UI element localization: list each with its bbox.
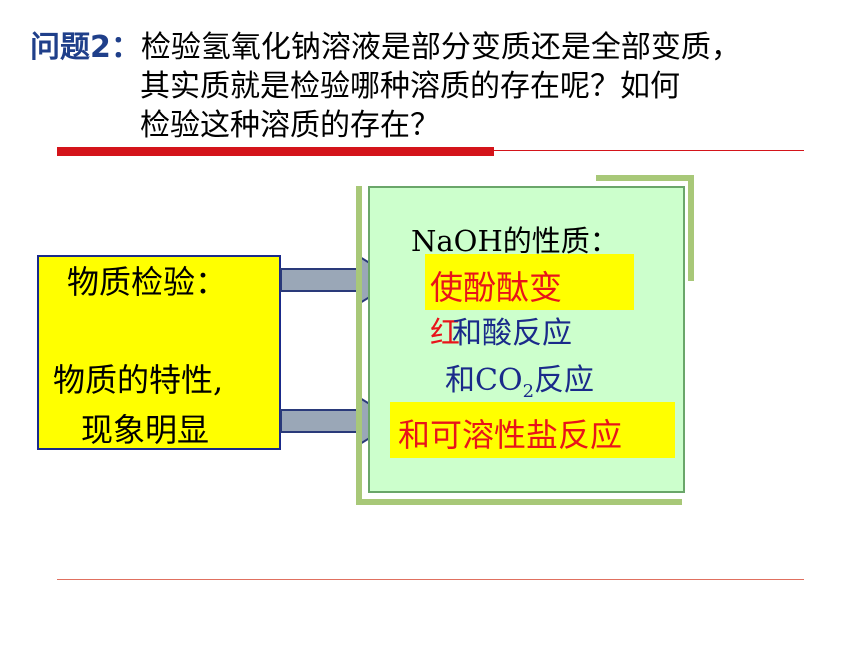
- title-line-1: 问题2：检验氢氧化钠溶液是部分变质还是全部变质，: [30, 30, 741, 65]
- property-phenolphthalein: 使酚酞变: [430, 268, 562, 307]
- title-line-3: 检验这种溶质的存在？: [140, 108, 440, 143]
- property-acid: 和酸反应: [452, 316, 572, 351]
- property-co2: 和CO2反应: [445, 363, 595, 402]
- property-salt: 和可溶性盐反应: [398, 416, 623, 454]
- detection-box: 物质检验： 物质的特性, 现象明显: [37, 255, 281, 450]
- property-phenolphthalein-wrap: 红: [430, 316, 460, 351]
- detection-heading: 物质检验：: [67, 263, 228, 301]
- highlight-phenolphthalein: [425, 254, 634, 310]
- slide-title: 问题2：检验氢氧化钠溶液是部分变质还是全部变质， 其实质就是检验哪种溶质的存在呢…: [30, 30, 830, 150]
- footer-rule: [57, 579, 804, 580]
- question-label: 问题2：: [30, 30, 141, 65]
- detection-line-2: 物质的特性,: [53, 361, 224, 399]
- properties-heading: NaOH的性质：: [411, 224, 619, 258]
- highlight-salt: [390, 402, 675, 458]
- properties-box-shadow-corner: [596, 175, 694, 281]
- properties-box-shadow: [356, 186, 682, 505]
- title-line-2: 其实质就是检验哪种溶质的存在呢？如何: [140, 69, 680, 104]
- title-underline-thin: [494, 150, 804, 151]
- title-underline-thick: [57, 147, 494, 156]
- detection-line-3: 现象明显: [81, 411, 210, 449]
